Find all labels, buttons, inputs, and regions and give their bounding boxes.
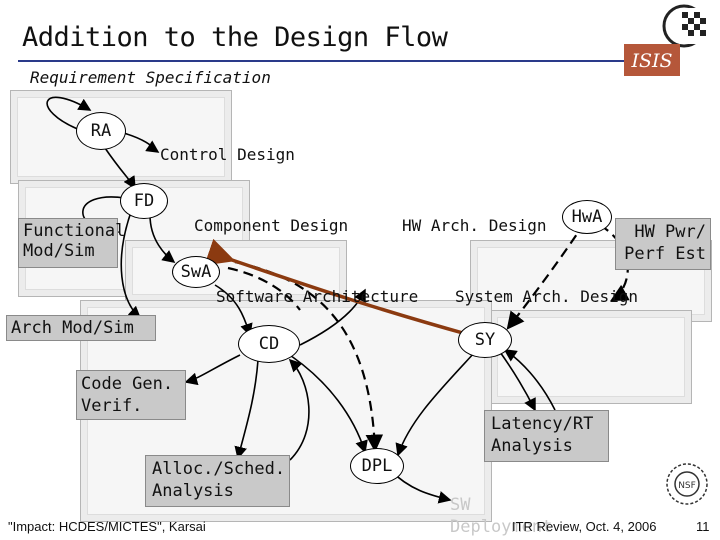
code-gen-verif-box[interactable]: Code Gen. Verif. xyxy=(76,370,186,420)
nsf-seal-text: NSF xyxy=(678,481,696,491)
nsf-seal-icon: NSF xyxy=(666,463,708,505)
hw-pwr-perf-est-label: HW Pwr/ Perf Est xyxy=(624,222,706,264)
arch-mod-sim-label: Arch Mod/Sim xyxy=(11,318,134,338)
sy-node[interactable]: SY xyxy=(458,322,512,358)
isis-logo-icon: ISIS xyxy=(624,4,710,76)
nsf-seal: NSF xyxy=(665,462,709,506)
page-number: 11 xyxy=(696,519,710,534)
footer-right: ITR Review, Oct. 4, 2006 xyxy=(512,519,657,534)
hw-arch-design-label: HW Arch. Design xyxy=(402,216,547,235)
latency-rt-analysis-box[interactable]: Latency/RT Analysis xyxy=(484,410,609,462)
cd-node[interactable]: CD xyxy=(238,325,300,363)
hw-pwr-perf-est-box[interactable]: HW Pwr/ Perf Est xyxy=(615,218,711,270)
cd-node-label: CD xyxy=(258,334,280,354)
alloc-sched-analysis-box[interactable]: Alloc./Sched. Analysis xyxy=(145,455,290,507)
logo-area: ISIS xyxy=(618,4,714,80)
system-arch-design-label: System Arch. Design xyxy=(455,287,639,306)
swa-node[interactable]: SwA xyxy=(172,256,220,288)
sw-deployment-label: SW Deployment xyxy=(450,495,553,537)
title-rule xyxy=(18,60,660,62)
software-architecture-label: Software Architecture xyxy=(216,287,419,306)
ra-node-label: RA xyxy=(90,121,112,141)
functional-mod-sim-box[interactable]: Functional Mod/Sim xyxy=(18,218,125,268)
dpl-node[interactable]: DPL xyxy=(350,448,404,484)
sy-node-label: SY xyxy=(474,330,496,350)
latency-rt-analysis-label: Latency/RT Analysis xyxy=(491,414,594,456)
hwa-node-label: HwA xyxy=(571,207,603,227)
dpl-node-label: DPL xyxy=(361,456,393,476)
alloc-sched-analysis-label: Alloc./Sched. Analysis xyxy=(152,459,286,501)
ra-node[interactable]: RA xyxy=(76,112,126,150)
functional-mod-sim-label: Functional Mod/Sim xyxy=(23,221,126,261)
code-gen-verif-label: Code Gen. Verif. xyxy=(81,374,174,416)
fd-node-label: FD xyxy=(133,191,155,211)
sysarch-screenshot xyxy=(490,310,692,404)
swa-node-label: SwA xyxy=(180,262,212,282)
hwa-node[interactable]: HwA xyxy=(562,200,612,234)
arch-mod-sim-box[interactable]: Arch Mod/Sim xyxy=(6,315,156,341)
requirement-spec-label: Requirement Specification xyxy=(30,68,271,87)
footer-left: "Impact: HCDES/MICTES", Karsai xyxy=(8,519,206,534)
control-design-label: Control Design xyxy=(160,145,295,164)
slide-title: Addition to the Design Flow xyxy=(22,22,448,53)
fd-node[interactable]: FD xyxy=(120,183,168,219)
isis-logo-text: ISIS xyxy=(630,50,672,72)
component-design-label: Component Design xyxy=(194,216,349,235)
